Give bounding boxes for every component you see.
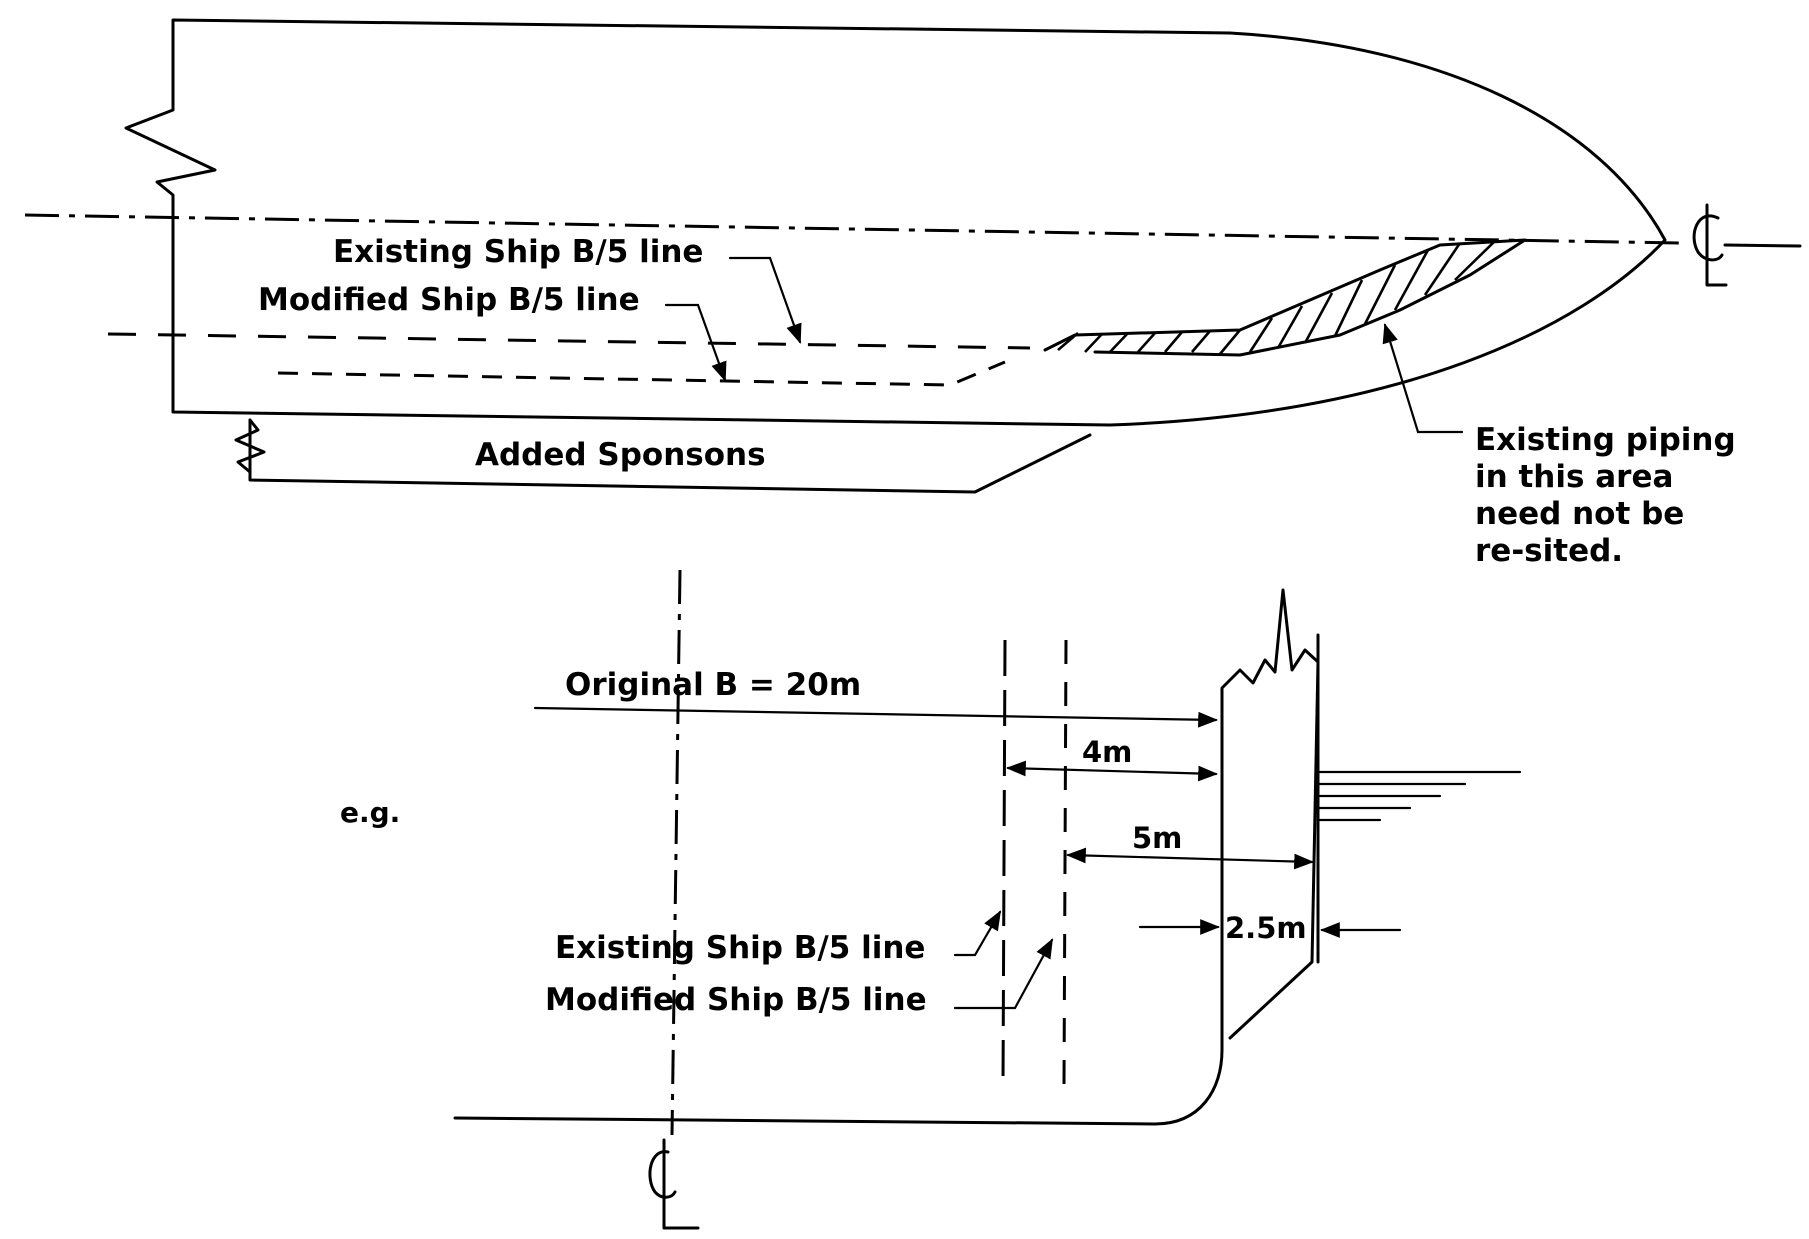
piping-note-line: re-sited.: [1475, 533, 1623, 569]
plan-centreline: [24, 213, 1681, 245]
dim-2-5m-label: 2.5m: [1225, 911, 1307, 945]
section-centreline: [670, 569, 682, 1136]
added-sponsons-label: Added Sponsons: [475, 437, 766, 473]
existing-b5-line-plan: [107, 332, 1031, 350]
piping-leader: [1382, 323, 1464, 434]
modified-leader-plan: [664, 303, 727, 382]
existing-leader-plan: [728, 256, 802, 344]
dim-4m-label: 4m: [1082, 735, 1132, 769]
waterline-symbol: [1316, 770, 1522, 822]
section-cl-symbol: [648, 1138, 700, 1230]
dim-5m-label: 5m: [1132, 821, 1182, 855]
piping-note-line: Existing piping: [1475, 422, 1736, 458]
modified-b5-label-plan: Modified Ship B/5 line: [258, 282, 640, 318]
dim-5m-line: [1066, 847, 1314, 870]
hull-outline: [124, 18, 1667, 427]
section-view: e.g. Original B = 20m 4m 5m 2.5m Existin…: [340, 569, 1522, 1230]
eg-label: e.g.: [340, 796, 400, 829]
plan-cl-symbol: [1692, 203, 1728, 287]
existing-b5-line-section: [1001, 639, 1007, 1086]
modified-b5-line-section: [1062, 639, 1068, 1086]
original-b-dimension: [533, 706, 1218, 728]
existing-b5-label-section: Existing Ship B/5 line: [555, 930, 925, 966]
existing-leader-section: [953, 910, 1002, 957]
plan-centreline-tail: [1723, 243, 1802, 248]
modified-b5-label-section: Modified Ship B/5 line: [545, 982, 927, 1018]
piping-hatching: [1057, 240, 1496, 355]
added-sponsons-outline: [248, 418, 1092, 494]
existing-b5-label-plan: Existing Ship B/5 line: [333, 234, 703, 270]
modified-b5-line-plan: [277, 360, 1006, 387]
sponson-break: [234, 418, 266, 474]
section-hull-outline: [453, 588, 1320, 1126]
piping-area-outline: [1043, 238, 1527, 357]
piping-note-line: need not be: [1475, 496, 1684, 532]
dim-4m-line: [1006, 760, 1218, 782]
plan-view: Existing Ship B/5 line Modified Ship B/5…: [24, 18, 1802, 569]
piping-note-line: in this area: [1475, 459, 1673, 495]
original-b-label: Original B = 20m: [565, 667, 861, 703]
piping-note: Existing piping in this area need not be…: [1475, 422, 1746, 569]
modified-leader-section: [953, 938, 1054, 1010]
